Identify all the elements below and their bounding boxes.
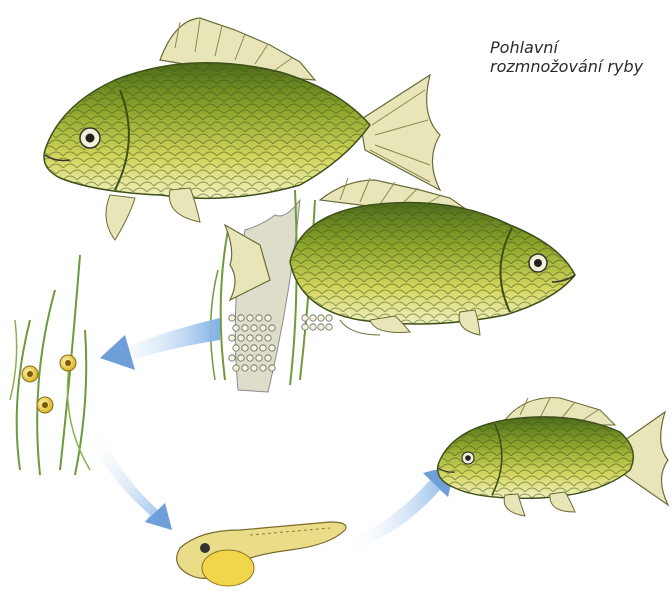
spawn-egg [229, 355, 235, 361]
spawn-egg [242, 325, 248, 331]
cycle-arrow-to-young-fish [345, 465, 455, 552]
spawn-egg [269, 345, 275, 351]
spawn-egg [238, 355, 244, 361]
caption-line-1: Pohlavní [490, 38, 670, 57]
spawn-egg [233, 325, 239, 331]
spawn-egg [260, 325, 266, 331]
spawn-egg [242, 345, 248, 351]
diagram-caption: Pohlavní rozmnožování ryby [490, 38, 670, 76]
spawn-egg [302, 315, 308, 321]
spawn-egg [233, 345, 239, 351]
spawn-egg [256, 355, 262, 361]
spawn-egg [247, 335, 253, 341]
cycle-arrow-to-eggs [100, 318, 220, 370]
spawn-egg [265, 315, 271, 321]
spawn-egg [251, 325, 257, 331]
eggs-on-water-plants [10, 255, 90, 475]
spawn-egg [256, 335, 262, 341]
spawn-egg [238, 315, 244, 321]
spawn-egg [247, 315, 253, 321]
fish-larva [177, 522, 346, 586]
spawn-egg [318, 324, 324, 330]
spawn-egg [229, 315, 235, 321]
spawn-egg [265, 335, 271, 341]
spawn-egg [326, 324, 332, 330]
spawn-egg [310, 315, 316, 321]
plant-with-spawn [211, 190, 315, 392]
spawn-egg [269, 365, 275, 371]
spawn-egg [310, 324, 316, 330]
spawn-egg [256, 315, 262, 321]
spawn-egg [251, 365, 257, 371]
caption-line-2: rozmnožování ryby [490, 57, 670, 76]
spawn-egg [229, 335, 235, 341]
spawn-egg [302, 324, 308, 330]
cycle-arrow-to-larva [90, 432, 172, 530]
spawn-egg [247, 355, 253, 361]
young-fish [438, 398, 668, 516]
spawn-egg [251, 345, 257, 351]
spawn-egg [269, 325, 275, 331]
spawn-egg [238, 335, 244, 341]
spawn-egg [326, 315, 332, 321]
spawn-egg [265, 355, 271, 361]
spawn-egg [260, 345, 266, 351]
spawn-egg [260, 365, 266, 371]
spawn-egg [233, 365, 239, 371]
spawn-egg [318, 315, 324, 321]
spawn-egg [242, 365, 248, 371]
